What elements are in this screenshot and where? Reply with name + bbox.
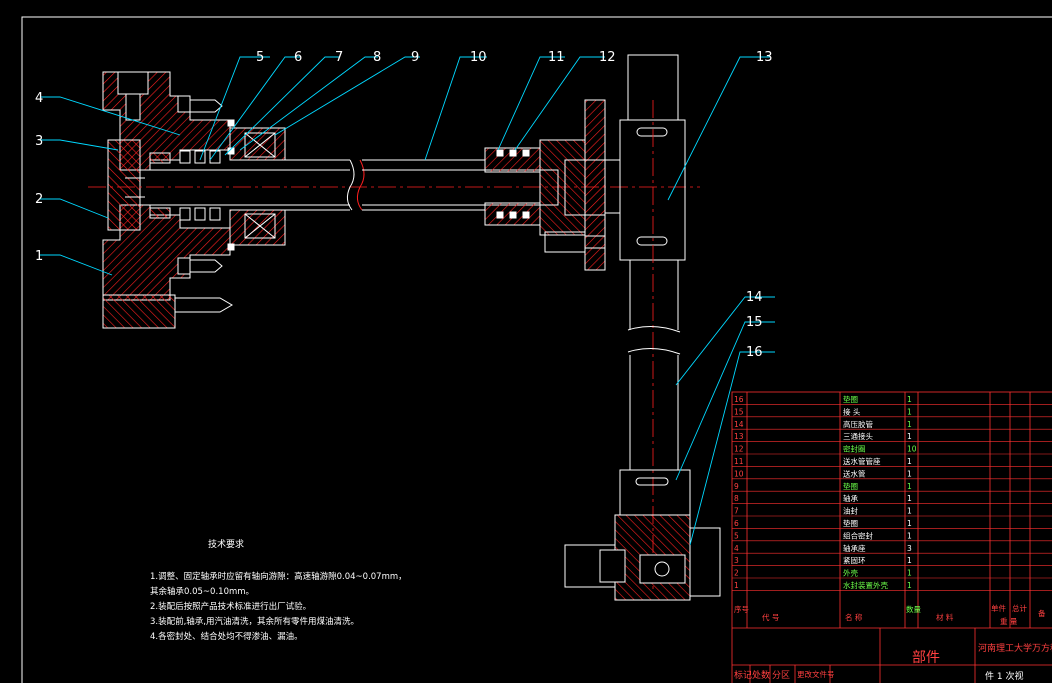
table-row-number: 16	[734, 395, 744, 404]
callout-8: 8	[373, 50, 381, 65]
table-row-qty: 1	[907, 494, 912, 503]
table-row-number: 1	[734, 581, 739, 590]
header-qty: 数量	[906, 604, 921, 614]
table-row-name: 垫圈	[843, 481, 858, 491]
table-row-number: 12	[734, 445, 744, 454]
table-row-qty: 1	[907, 531, 912, 540]
callout-16: 16	[746, 345, 763, 360]
table-row-qty: 1	[907, 457, 912, 466]
header-remark: 备	[1038, 608, 1046, 618]
callout-15: 15	[746, 315, 763, 330]
notes-line-5: 4.各密封处、结合处均不得渗油、漏油。	[150, 631, 303, 642]
header-material: 材 料	[936, 612, 954, 622]
leader-lines	[40, 56, 775, 546]
table-row-name: 垫圈	[843, 394, 858, 404]
table-row-qty: 1	[907, 432, 912, 441]
table-row-number: 14	[734, 420, 744, 429]
callout-1: 1	[35, 249, 43, 264]
title-bottom-1: 标记	[734, 669, 752, 681]
notes-line-4: 3.装配前,轴承,用汽油清洗，其余所有零件用煤油清洗。	[150, 616, 359, 627]
table-row-number: 11	[734, 457, 744, 466]
table-row-number: 5	[734, 531, 739, 540]
title-bottom-4: 更改文件号	[797, 669, 835, 679]
table-row-number: 4	[734, 544, 739, 553]
parts-table-header: 序号 代 号 名 称 数量 材 料 单件 总计 重 量 备	[734, 603, 1046, 626]
title-bottom-2: 处数	[752, 669, 770, 681]
table-row-name: 接 头	[843, 406, 861, 416]
table-row-name: 垫圈	[843, 518, 858, 528]
table-row-number: 10	[734, 469, 744, 478]
title-org: 河南理工大学万方科技学	[978, 642, 1052, 654]
table-row-number: 13	[734, 432, 744, 441]
callout-9: 9	[411, 50, 419, 65]
table-row-name: 送水管	[843, 468, 866, 478]
callout-2: 2	[35, 192, 43, 207]
header-code: 代 号	[762, 612, 779, 622]
high-pressure-hose	[619, 54, 691, 516]
callout-14: 14	[746, 290, 763, 305]
table-row-qty: 1	[907, 420, 912, 429]
bottom-connector	[564, 514, 721, 601]
table-row-qty: 1	[907, 519, 912, 528]
table-row-number: 15	[734, 407, 744, 416]
table-row-name: 轴承座	[843, 543, 866, 553]
callout-5: 5	[256, 50, 264, 65]
notes-line-2: 其余轴承0.05~0.10mm。	[150, 586, 254, 597]
table-row-number: 6	[734, 519, 739, 528]
callout-7: 7	[335, 50, 343, 65]
table-row-name: 外壳	[843, 568, 858, 578]
drawing-border	[21, 16, 1052, 683]
title-bottom-right: 件 1 次视	[985, 670, 1023, 682]
header-name: 名 称	[845, 612, 863, 622]
table-row-qty: 1	[907, 507, 912, 516]
notes-line-3: 2.装配后按照产品技术标准进行出厂试验。	[150, 601, 311, 612]
header-weight: 重 量	[1000, 617, 1018, 626]
table-row-qty: 1	[907, 569, 912, 578]
table-row-name: 送水管管座	[843, 456, 881, 466]
table-row-qty: 1	[907, 395, 912, 404]
parts-table	[731, 391, 1052, 683]
callout-13: 13	[756, 50, 773, 65]
table-row-name: 组合密封	[843, 530, 873, 540]
title-part: 部件	[912, 650, 940, 666]
callout-12: 12	[599, 50, 616, 65]
table-row-number: 3	[734, 556, 739, 565]
table-row-name: 密封圈	[843, 444, 866, 454]
callout-6: 6	[294, 50, 302, 65]
table-row-qty: 1	[907, 556, 912, 565]
housing-assembly	[102, 71, 350, 329]
table-row-qty: 1	[907, 482, 912, 491]
table-row-number: 2	[734, 569, 739, 578]
callout-10: 10	[470, 50, 487, 65]
table-row-qty: 3	[907, 544, 912, 553]
title-block: 部件 河南理工大学万方科技学 标记 处数 分区 更改文件号 件 1 次视	[734, 642, 1052, 682]
table-row-qty: 10	[907, 445, 917, 454]
table-row-name: 轴承	[843, 493, 858, 503]
technical-notes: 技术要求 1.调整、固定轴承时应留有轴向游隙：高速轴游隙0.04~0.07mm，…	[150, 538, 407, 642]
water-pipe	[285, 99, 606, 271]
callout-11: 11	[548, 50, 565, 65]
header-no: 序号	[734, 604, 749, 614]
notes-title: 技术要求	[208, 538, 244, 550]
table-row-name: 水封装置外壳	[843, 580, 888, 590]
table-row-qty: 1	[907, 407, 912, 416]
notes-line-1: 1.调整、固定轴承时应留有轴向游隙：高速轴游隙0.04~0.07mm，	[150, 571, 407, 582]
table-row-name: 紧固环	[843, 556, 866, 565]
title-bottom-3: 分区	[772, 670, 790, 681]
callout-3: 3	[35, 134, 43, 149]
table-row-name: 油封	[843, 506, 858, 516]
header-total-weight: 总计	[1012, 603, 1028, 613]
table-row-number: 9	[734, 482, 739, 491]
table-row-name: 三通接头	[843, 431, 873, 441]
table-row-qty: 1	[907, 469, 912, 478]
table-row-number: 8	[734, 494, 739, 503]
table-row-number: 7	[734, 507, 739, 516]
callout-4: 4	[35, 91, 43, 106]
header-unit-weight: 单件	[991, 603, 1006, 613]
table-row-qty: 1	[907, 581, 912, 590]
table-row-name: 高压胶管	[843, 419, 873, 429]
